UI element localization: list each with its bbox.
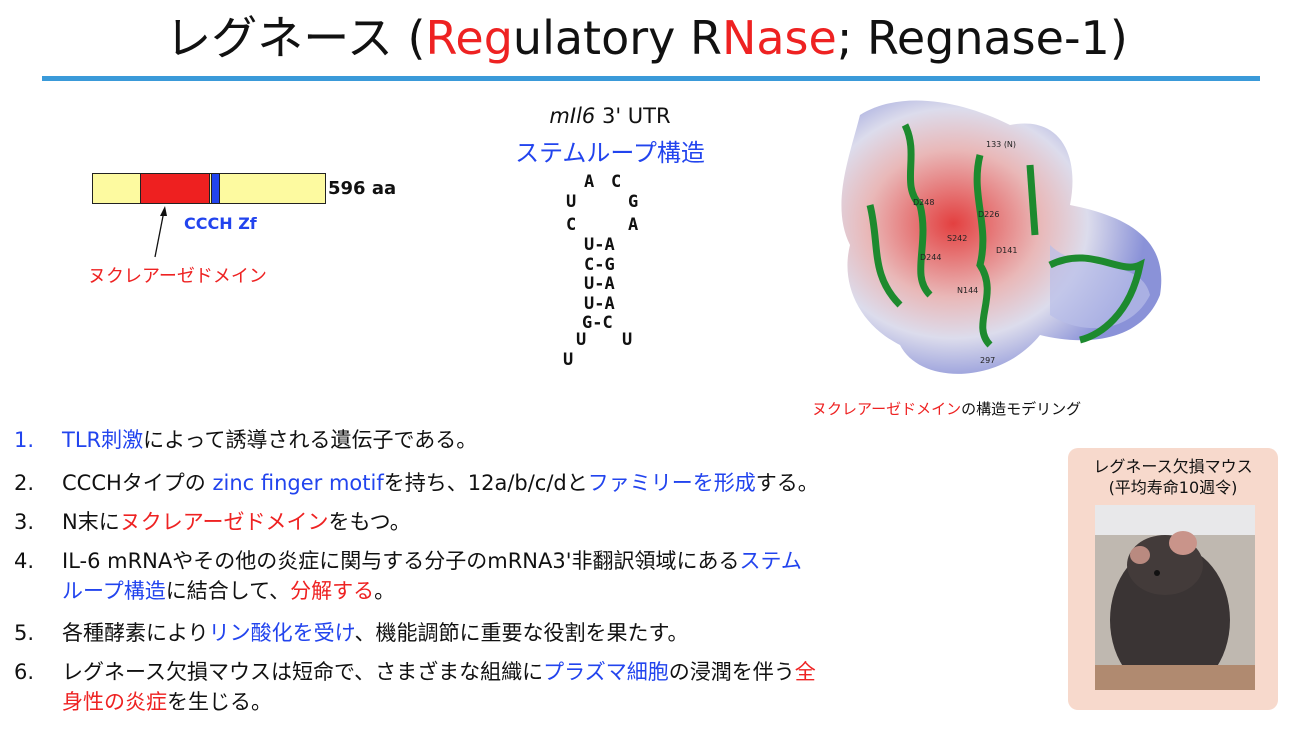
nucleotide: C	[566, 215, 577, 235]
residue-label: D226	[978, 210, 999, 219]
zinc-finger-segment	[211, 173, 220, 204]
text-segment: 、機能調節に重要な役割を果たす。	[354, 621, 689, 645]
nucleotide: C	[611, 172, 622, 192]
residue-label: D244	[920, 253, 941, 262]
text-segment: をもつ。	[328, 510, 411, 534]
residue-label: N144	[957, 286, 978, 295]
text-segment: を持ち、12a/b/c/dと	[383, 471, 588, 495]
text-segment: 。	[374, 579, 396, 603]
nucleotide: U-A	[584, 293, 615, 314]
residue-label: S242	[947, 234, 967, 243]
text-segment: CCCHタイプの	[62, 471, 213, 495]
list-number: 3.	[14, 510, 35, 534]
nucleotide: U	[622, 330, 633, 350]
nucleotide: C-G	[584, 254, 615, 275]
title-divider	[42, 76, 1260, 81]
mouse-lifespan: (平均寿命10週令)	[1108, 478, 1238, 497]
arrow-icon	[154, 206, 167, 258]
nucleotide: U	[576, 330, 587, 350]
list-item: 2. CCCHタイプの zinc finger motifを持ち、12a/b/c/…	[14, 468, 819, 498]
list-number: 2.	[14, 471, 35, 495]
text-segment: に結合して、	[165, 579, 291, 603]
text-segment: レグネース (	[165, 11, 426, 65]
nucleotide: G-C	[582, 313, 613, 333]
highlight-text: ヌクレアーゼドメイン	[812, 400, 962, 418]
residue-labels: 133 (N) D248 D226 S242 D141 D244 N144 29…	[913, 140, 1017, 365]
list-item: 5. 各種酵素によりリン酸化を受け、機能調節に重要な役割を果たす。	[14, 618, 688, 648]
highlight-text: ループ構造	[62, 579, 166, 603]
text-segment: ulatory R	[512, 11, 722, 65]
nucleotide: U	[563, 350, 574, 370]
text-segment: レグネース欠損マウスは短命で、さまざまな組織に	[62, 660, 544, 684]
highlight-text: Reg	[425, 11, 513, 65]
list-number: 5.	[14, 621, 35, 645]
list-item: 3. N末にヌクレアーゼドメインをもつ。	[14, 507, 411, 537]
nucleotide: A	[628, 215, 639, 235]
text-segment: の浸潤を伴う	[668, 660, 795, 684]
nucleotide: U	[566, 192, 577, 212]
text-segment: の構造モデリング	[961, 400, 1082, 418]
zf-label: CCCH Zf	[184, 214, 257, 233]
highlight-text: リン酸化を受け	[208, 621, 355, 645]
stemloop-title: mIl6 3' UTR	[480, 104, 740, 128]
structure-caption: ヌクレアーゼドメインの構造モデリング	[812, 398, 1081, 419]
highlight-text: Nase	[721, 11, 837, 65]
list-item: 1. TLR刺激によって誘導される遺伝子である。	[14, 425, 477, 455]
list-number: 6.	[14, 660, 35, 684]
list-number: 4.	[14, 549, 35, 573]
text-segment: IL-6 mRNAやその他の炎症に関与する分子のmRNA3'非翻訳領域にある	[62, 549, 740, 573]
highlight-text: プラズマ細胞	[543, 660, 669, 684]
text-segment: N末に	[62, 510, 120, 534]
mouse-title: レグネース欠損マウス	[1093, 457, 1253, 476]
mouse-panel: レグネース欠損マウス (平均寿命10週令)	[1068, 448, 1278, 710]
nucleotide: A	[584, 172, 595, 192]
length-label: 596 aa	[328, 178, 397, 199]
stemloop-subtitle: ステムループ構造	[515, 139, 705, 167]
highlight-text: TLR刺激	[62, 428, 144, 452]
highlight-text: ファミリーを形成	[587, 471, 756, 495]
residue-label: 133 (N)	[986, 140, 1016, 149]
text-segment: によって誘導される遺伝子である。	[143, 428, 478, 452]
list-item: 4. IL-6 mRNAやその他の炎症に関与する分子のmRNA3'非翻訳領域にある…	[14, 546, 802, 606]
highlight-text: ステム	[739, 549, 802, 573]
list-item: 6. レグネース欠損マウスは短命で、さまざまな組織にプラズマ細胞の浸潤を伴う全身性…	[14, 657, 816, 717]
nuclease-domain-segment	[140, 173, 210, 204]
highlight-text: zinc finger motif	[212, 471, 384, 495]
nucleotide: G	[628, 192, 639, 212]
text-segment: ; Regnase-1)	[836, 11, 1128, 65]
nucleotide: U-A	[584, 235, 615, 255]
highlight-text: 全	[794, 660, 816, 684]
text-segment: する。	[755, 471, 819, 495]
utr-label: 3' UTR	[595, 104, 671, 128]
residue-label: D248	[913, 198, 934, 207]
highlight-text: ヌクレアーゼドメイン	[119, 510, 329, 534]
residue-label: 297	[980, 356, 995, 365]
highlight-text: 身性の炎症	[62, 690, 167, 714]
text-segment: 各種酵素により	[62, 621, 209, 645]
nucleotide: U-A	[584, 274, 615, 294]
list-number: 1.	[14, 428, 35, 452]
gene-name: mIl6	[549, 104, 596, 128]
highlight-text: 分解する	[290, 579, 375, 603]
protein-structure-image: 133 (N) D248 D226 S242 D141 D244 N144 29…	[841, 100, 1162, 374]
nuclease-label: ヌクレアーゼドメイン	[88, 266, 267, 287]
mouse-photo	[1095, 505, 1255, 690]
text-segment: を生じる。	[167, 690, 272, 714]
slide-title: レグネース (Regulatory RNase; Regnase-1)	[0, 2, 1293, 68]
residue-label: D141	[996, 246, 1017, 255]
